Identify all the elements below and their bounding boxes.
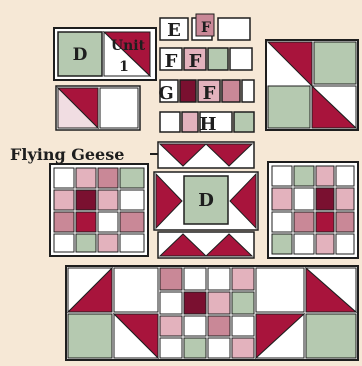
right-patch-c9 [272,212,292,232]
bottom-center-c15 [208,338,230,358]
bottom-center-c13 [160,338,182,358]
unit-1-number: 1 [119,59,129,75]
left-patch-c13 [54,234,74,252]
bottom-wide-block [66,266,358,360]
left-patch-c6 [76,190,96,210]
flying-geese-label: Flying Geese [10,145,124,164]
left-hst-pair-block [56,86,140,130]
row-g-label: G [158,83,173,104]
left-patch-c11 [98,212,118,232]
row-h-cell-1 [160,112,180,132]
right-patch-c15 [316,234,334,254]
bottom-center-c9 [160,316,182,336]
left-patch-c10 [76,212,96,232]
unit-1-label: Unit [111,38,146,54]
left-patch-c5 [54,190,74,210]
bottom-center-c1 [160,268,182,290]
row-g-cell-4 [222,80,240,102]
right-patch-c10 [294,212,314,232]
bottom-center-c5 [160,292,182,314]
bottom-center-c2 [184,268,206,290]
row-h-label: H [199,114,216,135]
right-patch-c2 [294,166,314,186]
bottom-right-sage [306,314,356,358]
bottom-center-c16 [232,338,254,358]
bottom-center-c7 [208,292,230,314]
left-patch-c1 [54,168,74,188]
right-patch-c14 [294,234,314,254]
left-patch-c8 [120,190,144,210]
right-patch-c7 [316,188,334,210]
right-patch-c4 [336,166,354,186]
center-d-block: D [154,142,258,258]
left-patch-c7 [98,190,118,210]
left-patch-c16 [120,234,144,252]
center-rows: E F F F G F H [158,14,254,135]
left-hst-plain [100,88,138,128]
right-patch-c3 [316,166,334,186]
left-patch-c12 [120,212,144,232]
right-patch-c12 [336,212,354,232]
right-patch-c16 [336,234,354,254]
row-e-f-label: F [201,20,211,36]
row-g-cell-5 [242,80,254,102]
bottom-center-c3 [208,268,230,290]
bottom-center-c12 [232,316,254,336]
unit-1-d-letter: D [73,45,88,65]
center-d-letter: D [198,190,214,211]
unit-1-block: D Unit 1 [54,28,156,80]
right-patch-c5 [272,188,292,210]
left-patch-c14 [76,234,96,252]
row-f-cell-4 [230,48,252,70]
row-h-cell-2 [182,112,198,132]
bottom-center-c10 [184,316,206,336]
left-patchwork-block [50,164,148,256]
bottom-left-white-2 [114,268,158,312]
row-f-cell-3 [208,48,228,70]
bottom-center-c4 [232,268,254,290]
bottom-center-c14 [184,338,206,358]
row-e-label: E [167,20,181,41]
right-patch-c6 [294,188,314,210]
bottom-center-c6 [184,292,206,314]
row-g-cell-2 [180,80,196,102]
right-hst-block [266,40,358,130]
row-f-label-1: F [165,51,178,72]
right-patch-c1 [272,166,292,186]
row-g-f-label: F [203,83,216,104]
left-patch-c2 [76,168,96,188]
bottom-center-c11 [208,316,230,336]
right-patch-c11 [316,212,334,232]
right-patch-c13 [272,234,292,254]
bottom-center-c8 [232,292,254,314]
bottom-left-sage [68,314,112,358]
left-patch-c4 [120,168,144,188]
bottom-right-white-1 [256,268,304,312]
left-patch-c3 [98,168,118,188]
row-f-label-2: F [189,51,202,72]
row-e-cell-4 [218,18,250,40]
right-patch-c8 [336,188,354,210]
right-patchwork-block [268,162,358,258]
right-hst-tr-sage [314,42,356,84]
left-patch-c9 [54,212,74,232]
right-hst-bl-sage [268,86,310,128]
left-patch-c15 [98,234,118,252]
row-h-cell-4 [234,112,254,132]
